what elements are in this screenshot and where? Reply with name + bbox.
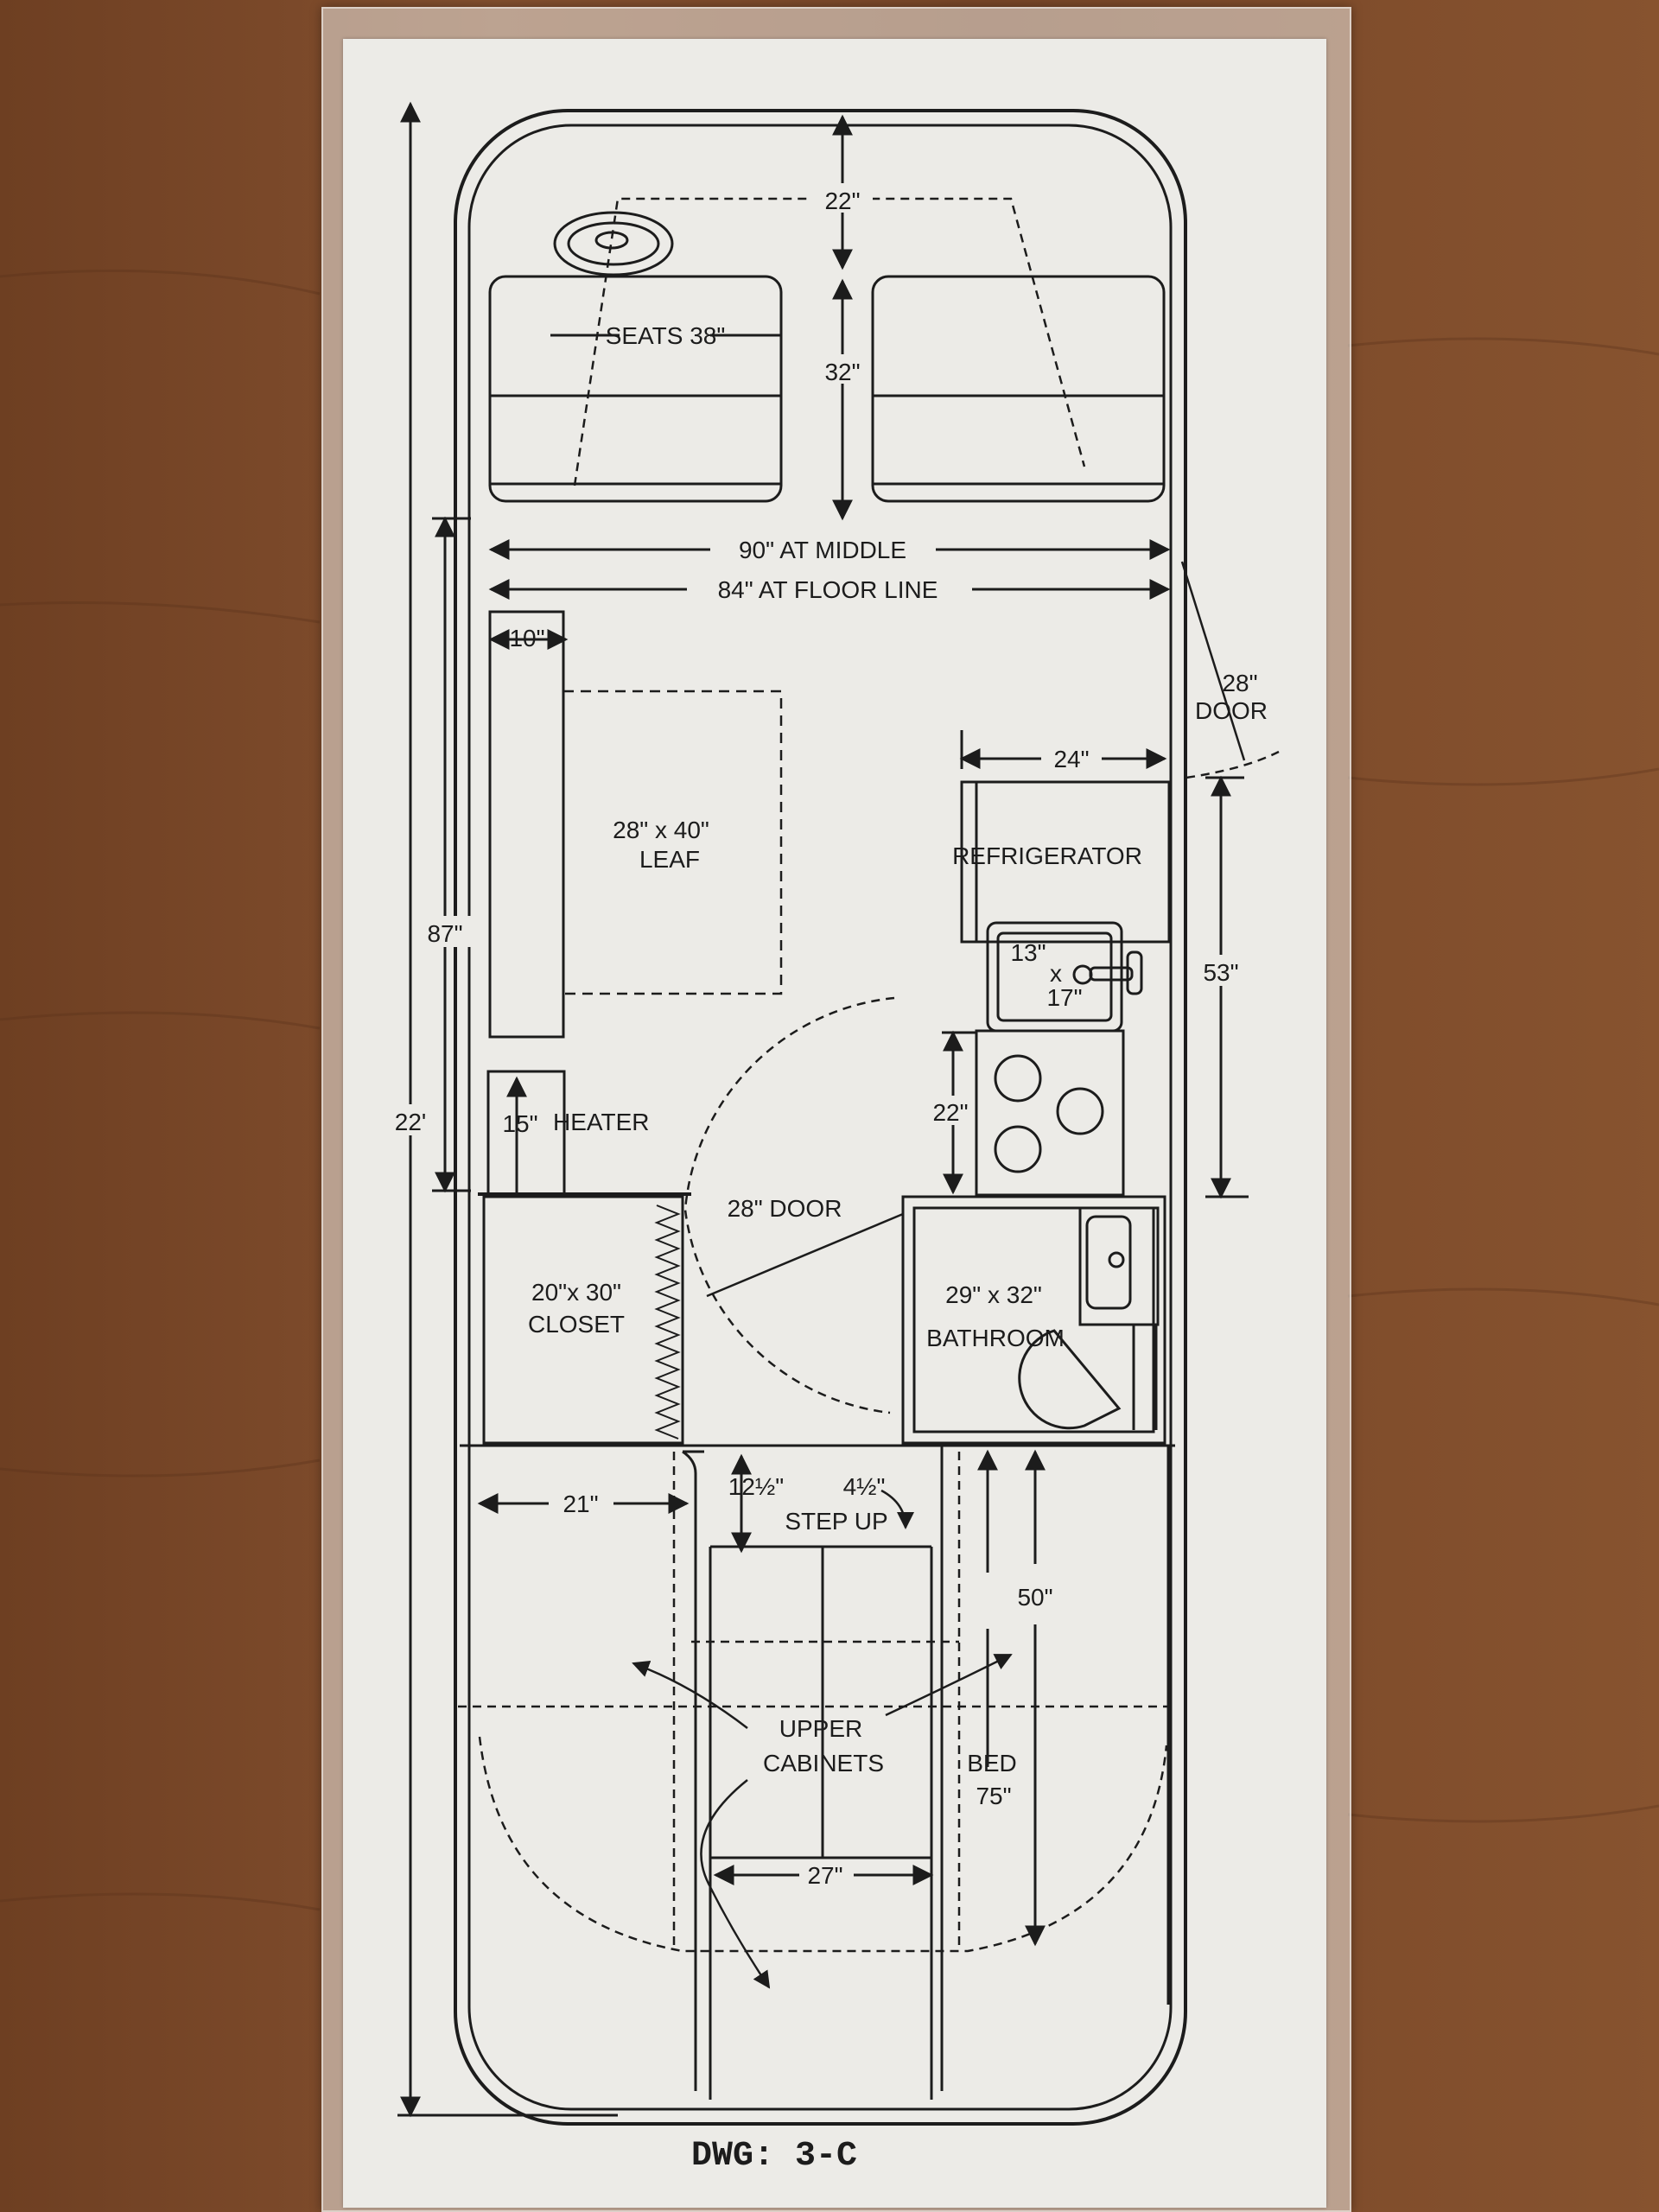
- closet-size-label: 20"x 30": [531, 1279, 621, 1306]
- width-floor-label: 84" AT FLOOR LINE: [718, 576, 938, 603]
- bed-outline: [458, 1452, 1168, 1953]
- width-middle-label: 90" AT MIDDLE: [739, 537, 906, 563]
- step-rise-label: 4½": [843, 1473, 886, 1500]
- counter-width-label: 24": [1053, 746, 1089, 772]
- sink-height-label: 17": [1046, 984, 1082, 1011]
- cabinets-label: CABINETS: [763, 1750, 884, 1777]
- bed-width-label: 50": [1017, 1584, 1052, 1611]
- upper-label: UPPER: [779, 1715, 862, 1742]
- heater-label: HEATER: [553, 1109, 650, 1135]
- shelf-depth-label: 10": [509, 625, 544, 652]
- heater: [478, 1070, 691, 1196]
- sink-width-label: 13": [1010, 939, 1046, 966]
- heater-depth-label: 15": [502, 1110, 537, 1137]
- drawing-number: DWG: 3-C: [691, 2137, 857, 2176]
- step-up-label: STEP UP: [785, 1508, 887, 1535]
- aisle-width-label: 21": [563, 1491, 598, 1517]
- dinette-length-label: 87": [427, 920, 462, 947]
- bath-door-swing: [683, 996, 904, 1414]
- upper-cabinet-arrows: [632, 1489, 1013, 1989]
- leaf-size-label: 28" x 40": [613, 817, 709, 843]
- bath-door-label: 28" DOOR: [728, 1195, 842, 1222]
- galley-length-label: 53": [1203, 959, 1238, 986]
- sink-x-label: x: [1050, 960, 1062, 987]
- galley: [960, 780, 1171, 1197]
- leaf-label: LEAF: [639, 846, 700, 873]
- overall-length-label: 22': [395, 1109, 427, 1135]
- entry-door-width-label: 28": [1222, 670, 1257, 696]
- front-seats: [488, 275, 1166, 503]
- closet-label: CLOSET: [528, 1311, 625, 1338]
- accordion-door: [654, 1205, 681, 1440]
- bathroom-label: BATHROOM: [926, 1325, 1065, 1351]
- bed-length-label: 75": [976, 1783, 1011, 1809]
- bath-size-label: 29" x 32": [945, 1281, 1042, 1308]
- dimension-labels: 22" SEATS 38" 32" 90" AT MIDDLE 84" AT F…: [387, 183, 1268, 1889]
- step-height-label: 12½": [728, 1473, 784, 1500]
- bathroom: [901, 1195, 1166, 1445]
- front-clearance-label: 22": [824, 188, 860, 214]
- bed-label: BED: [967, 1750, 1017, 1777]
- cabinet-width-label: 27": [807, 1862, 842, 1889]
- refrigerator-label: REFRIGERATOR: [952, 842, 1142, 869]
- outer-wall: [454, 109, 1187, 2126]
- seats-label: SEATS 38": [606, 322, 726, 349]
- entry-door-swing: [1180, 561, 1280, 779]
- entry-door-label: DOOR: [1195, 697, 1268, 724]
- seat-depth-label: 32": [824, 359, 860, 385]
- closet: [482, 1195, 684, 1445]
- dinette-table: [488, 610, 783, 1039]
- stove-depth-label: 22": [932, 1099, 968, 1126]
